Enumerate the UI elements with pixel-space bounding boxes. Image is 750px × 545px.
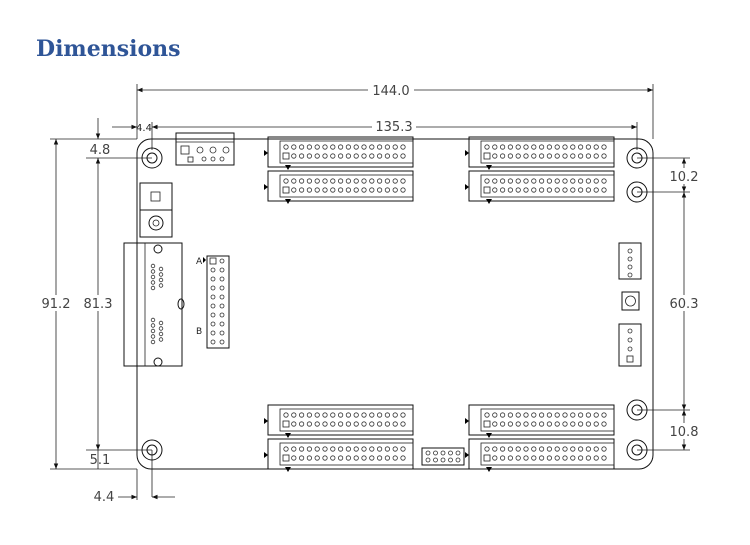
dim-label-left-bottom-offset: 5.1 <box>90 453 111 468</box>
mounting-hole-top-right <box>626 147 648 169</box>
dim-hole-spacing-width: 135.3 <box>152 118 637 135</box>
dim-left-top-offset: 4.8 <box>90 118 111 158</box>
dim-label-right-top: 10.2 <box>670 170 699 185</box>
idc-connector-6 <box>264 438 414 472</box>
dim-left-bottom-offset: 5.1 <box>90 450 111 469</box>
power-terminal-block <box>175 132 235 166</box>
dim-overall-width: 144.0 <box>137 82 653 99</box>
db-connector <box>123 242 185 367</box>
label-b: B <box>196 327 202 337</box>
bottom-small-header-pins <box>425 450 461 463</box>
idc-connector-1 <box>264 136 414 170</box>
mounting-hole-bottom-right <box>626 439 648 461</box>
right-connector-lower <box>618 323 642 367</box>
right-connector-upper <box>618 242 642 280</box>
dim-label-right-middle: 60.3 <box>670 297 699 312</box>
idc-connector-2 <box>264 170 414 204</box>
dim-bottom-left-offset: 4.4 <box>94 469 175 505</box>
label-a: A <box>196 257 203 267</box>
switch-component-upper <box>139 182 173 211</box>
dim-label-overall-height: 91.2 <box>42 297 71 312</box>
dim-hole-spacing-height: 81.3 <box>80 158 116 450</box>
dim-right-bottom: 10.8 <box>665 410 703 450</box>
idc-connector-8 <box>465 438 615 472</box>
dim-label-overall-width: 144.0 <box>372 84 409 99</box>
db-connector-pins <box>150 263 164 345</box>
dim-label-left-top-offset: 4.8 <box>90 143 111 158</box>
dim-right-top: 10.2 <box>665 158 703 192</box>
dim-label-hole-spacing-height: 81.3 <box>84 297 113 312</box>
idc-connectors <box>264 136 615 472</box>
dim-top-left-offset: 4.4 <box>112 123 152 134</box>
page-title: Dimensions <box>36 36 181 62</box>
dim-label-bottom-left-offset: 4.4 <box>94 490 115 505</box>
reset-button <box>621 291 640 311</box>
switch-component-lower <box>139 209 173 238</box>
dim-right-middle: 60.3 <box>665 192 703 410</box>
extension-lines <box>50 84 690 497</box>
bottom-small-header <box>421 447 465 466</box>
mounting-hole-right-lower <box>626 399 648 421</box>
dim-label-top-left-offset: 4.4 <box>136 123 152 134</box>
idc-connector-7 <box>465 404 615 438</box>
idc-connector-3 <box>465 136 615 170</box>
header-ab: A B <box>196 255 230 349</box>
mounting-hole-bottom-left <box>141 439 163 461</box>
dim-overall-height: 91.2 <box>38 139 74 469</box>
idc-connector-4 <box>465 170 615 204</box>
dim-label-hole-spacing-width: 135.3 <box>375 120 412 135</box>
idc-connector-5 <box>264 404 414 438</box>
mounting-hole-top-left <box>141 147 163 169</box>
mounting-hole-right-upper <box>626 181 648 203</box>
header-ab-pins <box>210 258 225 345</box>
dim-label-right-bottom: 10.8 <box>670 425 699 440</box>
